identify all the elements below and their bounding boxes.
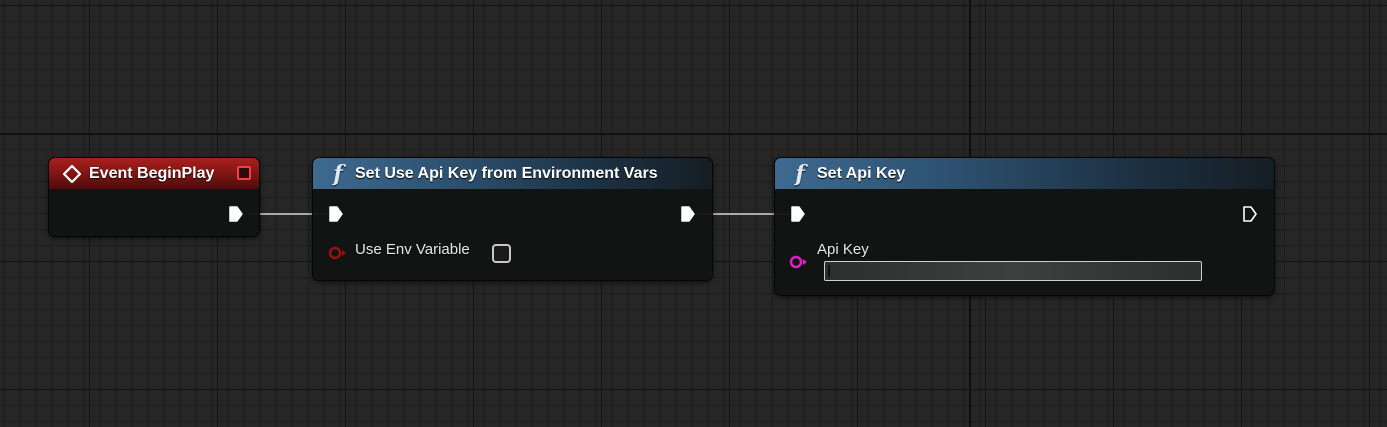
exec-output-pin[interactable] (680, 205, 696, 223)
event-diamond-icon (63, 164, 81, 183)
text-caret (828, 265, 830, 277)
exec-arrow-icon-unconnected (1243, 206, 1257, 222)
exec-arrow-icon (791, 206, 805, 222)
node-title: Event BeginPlay (89, 164, 215, 182)
node-title: Set Api Key (817, 164, 906, 182)
exec-arrow-icon (681, 206, 695, 222)
exec-output-pin[interactable] (1242, 205, 1258, 223)
set-api-key-node[interactable]: f Set Api Key Api Key (775, 158, 1274, 295)
api-key-pin[interactable] (789, 254, 809, 270)
api-key-label: Api Key (817, 241, 869, 258)
node-title: Set Use Api Key from Environment Vars (355, 164, 658, 182)
exec-arrow-icon (229, 206, 243, 222)
exec-output-pin[interactable] (228, 205, 244, 223)
use-env-variable-label: Use Env Variable (355, 241, 470, 258)
bool-pin-icon (328, 246, 346, 260)
delegate-output-pin[interactable] (237, 166, 251, 180)
event-begin-play-node[interactable]: Event BeginPlay (49, 158, 259, 236)
use-env-variable-pin[interactable] (328, 245, 348, 261)
node-header[interactable]: f Set Use Api Key from Environment Vars (313, 158, 712, 189)
node-header[interactable]: f Set Api Key (775, 158, 1274, 189)
node-header[interactable]: Event BeginPlay (49, 158, 259, 189)
api-key-input[interactable] (824, 261, 1202, 281)
exec-input-pin[interactable] (328, 205, 344, 223)
use-env-variable-checkbox[interactable] (492, 244, 511, 263)
exec-input-pin[interactable] (790, 205, 806, 223)
function-icon: f (333, 160, 343, 187)
set-use-api-key-node[interactable]: f Set Use Api Key from Environment Vars … (313, 158, 712, 280)
string-pin-icon (789, 255, 807, 269)
exec-arrow-icon (329, 206, 343, 222)
function-icon: f (795, 160, 805, 187)
